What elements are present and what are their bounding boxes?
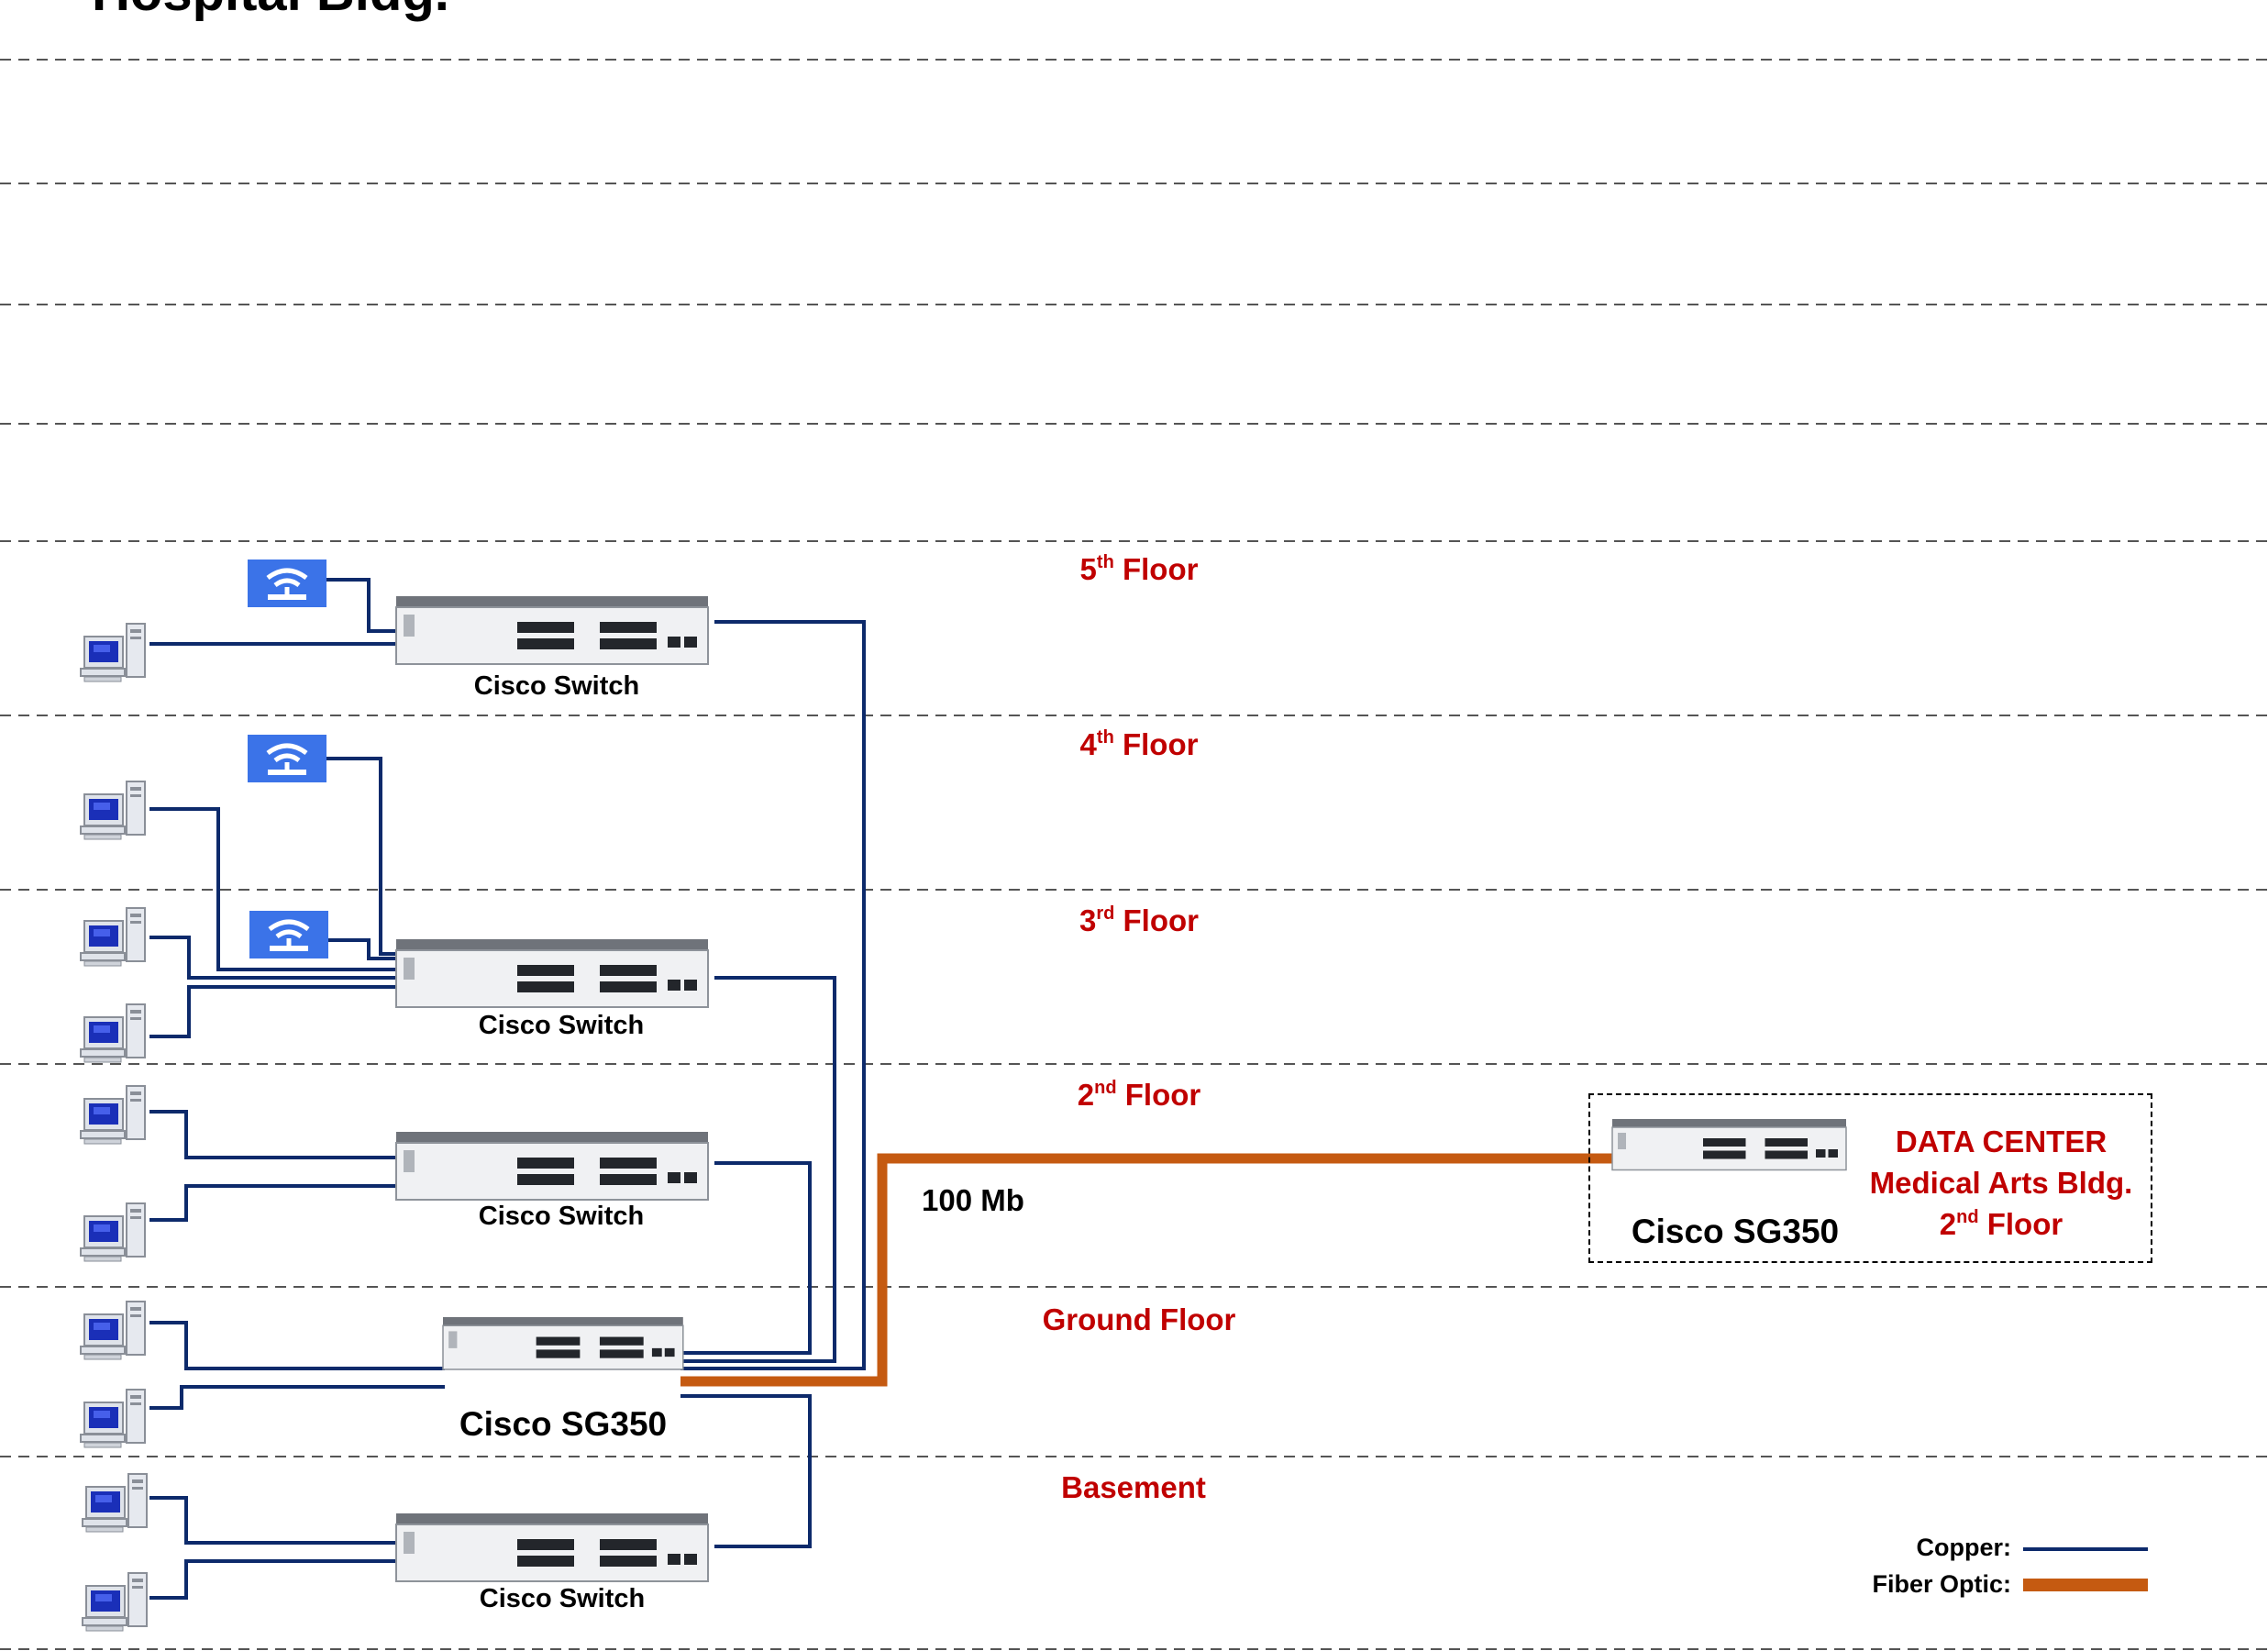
- core-switch-label: Cisco SG350: [459, 1405, 668, 1443]
- floor-separators: [0, 59, 2268, 1650]
- copper-cable-11: [680, 1161, 812, 1355]
- copper-cable-5: [326, 938, 398, 960]
- device-icons: [80, 560, 1847, 1632]
- switch-3rd-icon: [395, 938, 709, 1008]
- copper-cable-12: [149, 1321, 445, 1370]
- computer-icon-3: [80, 1003, 146, 1063]
- building-title: Hospital Bldg.: [92, 0, 449, 23]
- switch-2nd-icon: [395, 1131, 709, 1201]
- floor-label-basement: Basement: [1061, 1470, 1206, 1504]
- dc-line-2: Medical Arts Bldg.: [1869, 1166, 2133, 1200]
- switch-5th-label: Cisco Switch: [473, 671, 640, 701]
- dc-line-1: DATA CENTER: [1895, 1125, 2108, 1158]
- switch-basement-icon: [395, 1512, 709, 1582]
- floor-label-3rd: 3rd Floor: [1079, 903, 1200, 937]
- computer-icon-7: [80, 1389, 146, 1448]
- access-point-icon-2: [249, 911, 328, 958]
- switch-basement-label: Cisco Switch: [479, 1584, 646, 1613]
- computer-icon-1: [80, 781, 146, 840]
- copper-cable-13: [149, 1385, 445, 1410]
- core-switch-icon: [442, 1316, 684, 1370]
- access-point-icon-1: [248, 735, 326, 782]
- copper-cable-1: [326, 578, 398, 633]
- fiber-optic-cable: [680, 1153, 1612, 1387]
- floor-label-ground: Ground Floor: [1042, 1302, 1236, 1336]
- floor-label-4th: 4th Floor: [1079, 727, 1199, 761]
- copper-cable-2: [680, 620, 866, 1370]
- legend-copper-label: Copper:: [1916, 1534, 2012, 1561]
- dc-line-3: 2nd Floor: [1939, 1207, 2063, 1241]
- switch-2nd-label: Cisco Switch: [478, 1202, 645, 1231]
- copper-cable-4: [326, 757, 398, 956]
- copper-cable-9: [149, 1110, 398, 1159]
- copper-cable-7: [149, 985, 398, 1038]
- copper-cable-8: [680, 976, 836, 1363]
- access-point-icon-0: [248, 560, 326, 607]
- computer-icon-8: [82, 1473, 148, 1533]
- dc-switch-label: Cisco SG350: [1631, 1213, 1840, 1250]
- computer-icon-5: [80, 1202, 146, 1262]
- legend-fiber-label: Fiber Optic:: [1872, 1570, 2011, 1598]
- data-center-box: [1588, 1093, 2152, 1263]
- copper-cable-15: [149, 1496, 398, 1545]
- switch-3rd-label: Cisco Switch: [478, 1011, 645, 1040]
- floor-label-2nd: 2nd Floor: [1077, 1078, 1201, 1112]
- floor-label-5th: 5th Floor: [1079, 552, 1199, 586]
- copper-cable-10: [149, 1184, 398, 1222]
- copper-cable-3: [149, 807, 398, 971]
- copper-cable-16: [149, 1559, 398, 1600]
- legend-copper-swatch: [2023, 1547, 2148, 1551]
- legend-fiber-swatch: [2023, 1579, 2148, 1591]
- copper-cable-6: [149, 936, 398, 980]
- data-center-label: DATA CENTER Medical Arts Bldg. 2nd Floor: [1870, 1121, 2133, 1245]
- computer-icon-0: [80, 623, 146, 682]
- computer-icon-6: [80, 1301, 146, 1360]
- copper-cable-14: [680, 1394, 812, 1548]
- cabling: [149, 578, 1612, 1600]
- computer-icon-9: [82, 1572, 148, 1632]
- fiber-speed-label: 100 Mb: [922, 1183, 1024, 1217]
- computer-icon-2: [80, 907, 146, 967]
- switch-5th-icon: [395, 595, 709, 665]
- computer-icon-4: [80, 1085, 146, 1145]
